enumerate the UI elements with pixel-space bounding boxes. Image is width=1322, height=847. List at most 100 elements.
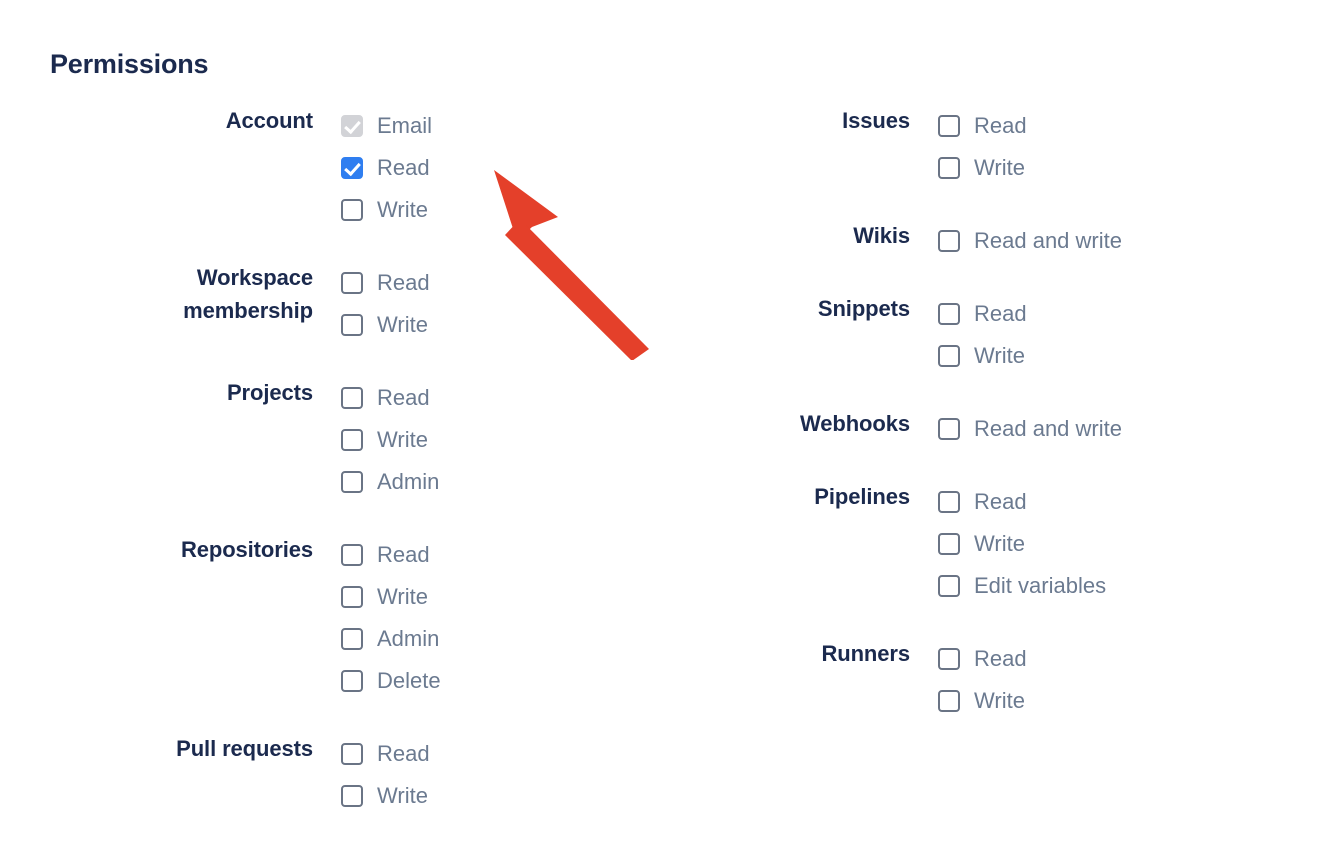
checkbox-label[interactable]: Write [974,688,1025,713]
permission-group-label: Projects [226,380,313,405]
checkbox-label[interactable]: Write [377,312,428,337]
checkbox-read-and-write[interactable] [938,418,960,440]
checkbox-read[interactable] [341,387,363,409]
checkbox-label[interactable]: Edit variables [974,573,1107,598]
checkbox-label[interactable]: Write [377,427,428,452]
checkbox-label[interactable]: Read [377,155,430,180]
checkbox-read-and-write[interactable] [938,230,960,252]
checkbox-label[interactable]: Read and write [974,416,1122,441]
checkbox-admin[interactable] [341,628,363,650]
checkbox-read[interactable] [938,648,960,670]
checkbox-email [341,115,363,137]
page-title: Permissions [50,49,209,79]
checkbox-label[interactable]: Admin [377,626,440,651]
checkbox-read[interactable] [938,303,960,325]
permission-group-label: Snippets [817,296,910,321]
checkbox-edit-variables[interactable] [938,575,960,597]
permission-option-row[interactable]: Read [341,733,660,775]
permission-group-label: Runners [821,641,910,666]
permission-option-row[interactable]: Write [938,523,1270,565]
checkbox-label[interactable]: Read [377,270,430,295]
permission-option-row[interactable]: Read [938,293,1270,335]
checkbox-label[interactable]: Read and write [974,228,1122,253]
checkbox-write[interactable] [341,429,363,451]
permission-option-row[interactable]: Read and write [938,220,1270,262]
checkbox-label[interactable]: Read [377,741,430,766]
checkbox-read[interactable] [938,491,960,513]
checkbox-label[interactable]: Delete [377,668,441,693]
permission-group-label: Account [225,108,313,133]
permission-option-row[interactable]: Write [341,304,660,346]
checkbox-read[interactable] [938,115,960,137]
permission-option-row[interactable]: Write [341,189,660,231]
checkbox-read[interactable] [341,157,363,179]
permission-option-row[interactable]: Write [341,775,660,817]
permission-option-row[interactable]: Read [341,534,660,576]
permission-option-row[interactable]: Edit variables [938,565,1270,607]
checkbox-label[interactable]: Email [377,113,433,138]
checkbox-delete[interactable] [341,670,363,692]
permission-group-label: Repositories [180,537,313,562]
checkbox-read[interactable] [341,743,363,765]
permission-option-list: Read and write [938,219,1270,262]
checkbox-write[interactable] [938,533,960,555]
checkbox-write[interactable] [341,586,363,608]
permission-option-row[interactable]: Read [341,377,660,419]
permission-option-row[interactable]: Read [341,262,660,304]
permission-option-row[interactable]: Write [341,419,660,461]
permission-group-label: Issues [842,108,910,133]
permission-option-row[interactable]: Write [341,576,660,618]
checkbox-write[interactable] [938,345,960,367]
checkbox-admin[interactable] [341,471,363,493]
checkbox-label[interactable]: Admin [377,469,440,494]
permission-option-row[interactable]: Admin [341,618,660,660]
checkbox-write[interactable] [341,199,363,221]
checkbox-label[interactable]: Write [974,155,1025,180]
checkbox-label[interactable]: Read [974,646,1027,671]
permission-group-label: Wikis [853,223,910,248]
checkbox-write[interactable] [341,785,363,807]
checkbox-label[interactable]: Read [974,113,1027,138]
permission-group: Wikis Read and write [610,219,1270,262]
checkbox-label[interactable]: Read [974,489,1027,514]
permission-option-row[interactable]: Admin [341,461,660,503]
checkbox-label[interactable]: Write [974,531,1025,556]
permission-group-label: Webhooks [799,411,910,436]
permission-option-row[interactable]: Email [341,105,660,147]
checkbox-label[interactable]: Read [974,301,1027,326]
checkbox-write[interactable] [341,314,363,336]
checkbox-label[interactable]: Read [377,385,430,410]
checkbox-label[interactable]: Read [377,542,430,567]
permission-option-row[interactable]: Read [938,481,1270,523]
checkbox-label[interactable]: Write [377,783,428,808]
permission-option-row[interactable]: Write [938,335,1270,377]
checkbox-write[interactable] [938,157,960,179]
permission-option-row[interactable]: Read [341,147,660,189]
permission-option-row[interactable]: Write [938,680,1270,722]
permission-group: Webhooks Read and write [610,407,1270,450]
checkbox-read[interactable] [341,544,363,566]
checkbox-label[interactable]: Write [377,197,428,222]
permission-option-row[interactable]: Write [938,147,1270,189]
checkbox-label[interactable]: Write [974,343,1025,368]
permission-option-row[interactable]: Delete [341,660,660,702]
permission-option-row[interactable]: Read [938,105,1270,147]
checkbox-read[interactable] [341,272,363,294]
permission-option-row[interactable]: Read and write [938,408,1270,450]
checkbox-label[interactable]: Write [377,584,428,609]
checkbox-write[interactable] [938,690,960,712]
permission-option-row[interactable]: Read [938,638,1270,680]
